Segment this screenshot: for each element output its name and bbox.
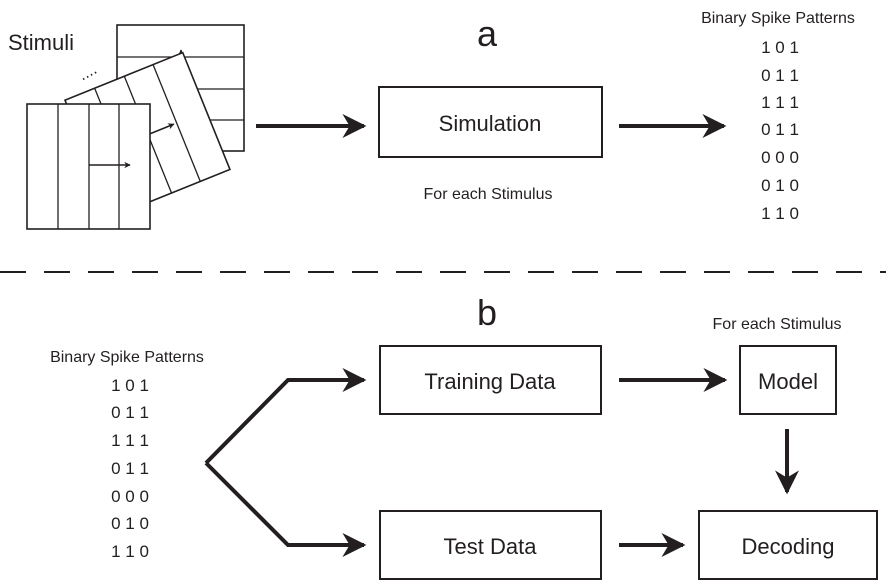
model-label: Model [758,369,818,394]
decoding-box: Decoding [698,510,878,580]
for-each-stimulus-a: For each Stimulus [424,186,553,203]
pattern-b-2: 0 1 1 [111,403,149,422]
test-data-label: Test Data [444,534,538,559]
pattern-a-7: 1 1 0 [761,204,799,223]
pattern-a-6: 0 1 0 [761,176,799,195]
pattern-b-5: 0 0 0 [111,487,149,506]
patterns-list-b: 1 0 1 0 1 1 1 1 1 0 1 1 0 0 0 0 1 0 1 1 … [111,376,149,561]
pattern-b-6: 0 1 0 [111,514,149,533]
patterns-title-b: Binary Spike Patterns [50,349,204,366]
panel-b-label: b [477,292,497,333]
panel-a-label: a [477,13,498,54]
pattern-a-4: 0 1 1 [761,120,799,139]
pattern-a-1: 1 0 1 [761,38,799,57]
test-data-box: Test Data [379,510,602,580]
stack-ellipsis: .... [76,61,100,84]
pattern-b-1: 1 0 1 [111,376,149,395]
stimuli-label: Stimuli [8,30,74,55]
pattern-b-4: 0 1 1 [111,459,149,478]
simulation-box: Simulation [378,86,603,158]
patterns-list-a: 1 0 1 0 1 1 1 1 1 0 1 1 0 0 0 0 1 0 1 1 … [761,38,799,223]
pattern-a-2: 0 1 1 [761,66,799,85]
pattern-b-3: 1 1 1 [111,431,149,450]
training-data-box: Training Data [379,345,602,415]
decoding-label: Decoding [742,534,835,559]
stimulus-card-front [26,103,151,230]
simulation-label: Simulation [439,111,542,136]
patterns-title-a: Binary Spike Patterns [701,10,855,27]
model-box: Model [739,345,837,415]
training-data-label: Training Data [424,369,556,394]
pattern-b-7: 1 1 0 [111,542,149,561]
pattern-a-5: 0 0 0 [761,148,799,167]
for-each-stimulus-b: For each Stimulus [713,316,842,333]
pattern-a-3: 1 1 1 [761,93,799,112]
split-arrow-to-training [204,368,367,465]
split-arrow-to-test [204,461,367,557]
